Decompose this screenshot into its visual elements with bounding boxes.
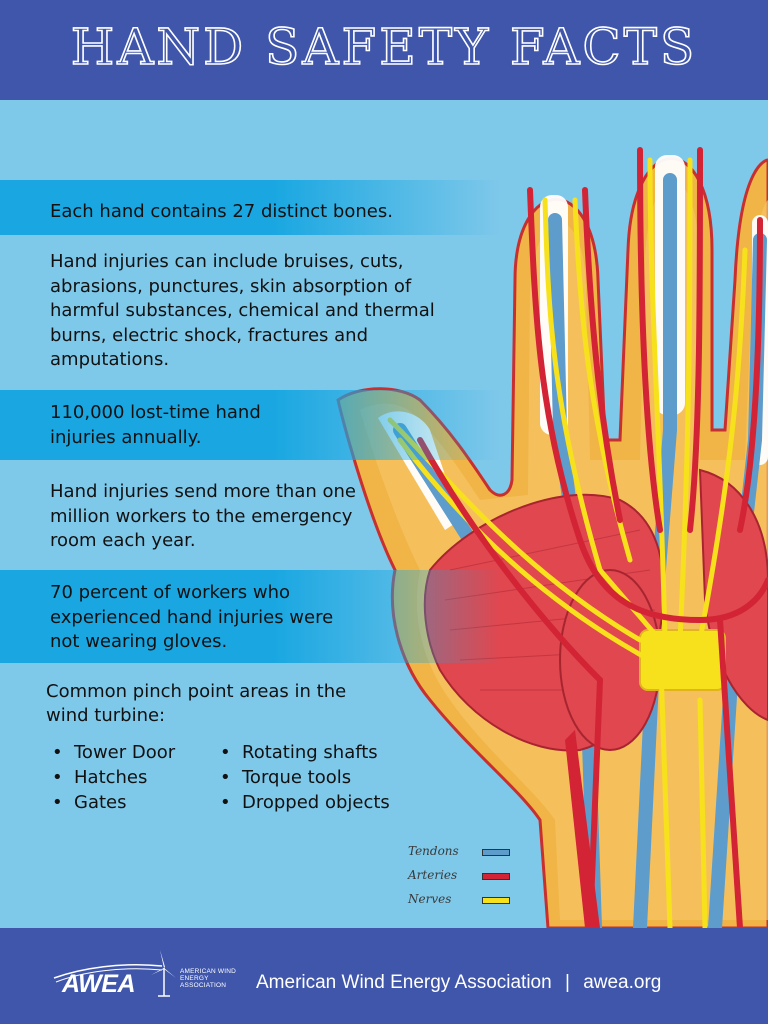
list-item: Gates (48, 790, 175, 815)
legend-swatch (482, 849, 510, 856)
list-item: Dropped objects (216, 790, 390, 815)
legend-label: Arteries (408, 868, 458, 882)
page-title: HAND SAFETY FACTS (70, 17, 698, 77)
main-panel: Each hand contains 27 distinct bones. Ha… (0, 100, 768, 928)
list-item: Hatches (48, 765, 175, 790)
wind-turbine-icon (53, 950, 176, 997)
arteries (417, 147, 768, 928)
hand-anatomy-illustration (336, 147, 768, 928)
logo-text: AWEA (62, 970, 136, 998)
list-item: Rotating shafts (216, 740, 390, 765)
legend-label: Tendons (408, 844, 459, 858)
separator: | (564, 972, 570, 993)
fact-injury-types: Hand injuries can include bruises, cuts,… (50, 251, 435, 370)
legend-label: Nerves (408, 892, 452, 906)
footer-bar: AWEA AMERICAN WIND ENERGY ASSOCIATION Am… (0, 928, 768, 1024)
footer-credit: American Wind Energy Association | awea.… (256, 972, 661, 994)
fact-band (0, 570, 500, 663)
fact-bones: Each hand contains 27 distinct bones. (50, 201, 393, 222)
legend-swatch (482, 897, 510, 904)
logo-subtext: AMERICAN WIND ENERGY ASSOCIATION (180, 968, 237, 989)
legend-tendons: Tendons (408, 844, 518, 868)
pinch-points-right-list: Rotating shafts Torque tools Dropped obj… (216, 740, 390, 815)
org-name: American Wind Energy Association (256, 972, 552, 993)
list-item: Torque tools (216, 765, 390, 790)
awea-logo: AWEA AMERICAN WIND ENERGY ASSOCIATION (52, 948, 242, 1008)
pinch-points-title: Common pinch point areas in the wind tur… (46, 681, 347, 726)
legend: Tendons Arteries Nerves (408, 844, 518, 916)
fact-band (0, 390, 500, 460)
header-bar: HAND SAFETY FACTS (0, 0, 768, 100)
fact-gloves: 70 percent of workers who experienced ha… (50, 582, 334, 652)
legend-nerves: Nerves (408, 892, 518, 916)
legend-arteries: Arteries (408, 868, 518, 892)
pinch-points-left-list: Tower Door Hatches Gates (48, 740, 175, 815)
fact-emergency-room: Hand injuries send more than one million… (50, 481, 356, 551)
legend-swatch (482, 873, 510, 880)
website-link[interactable]: awea.org (583, 972, 662, 993)
list-item: Tower Door (48, 740, 175, 765)
fact-lost-time: 110,000 lost-time hand injuries annually… (50, 402, 261, 448)
fact-band (0, 180, 500, 235)
